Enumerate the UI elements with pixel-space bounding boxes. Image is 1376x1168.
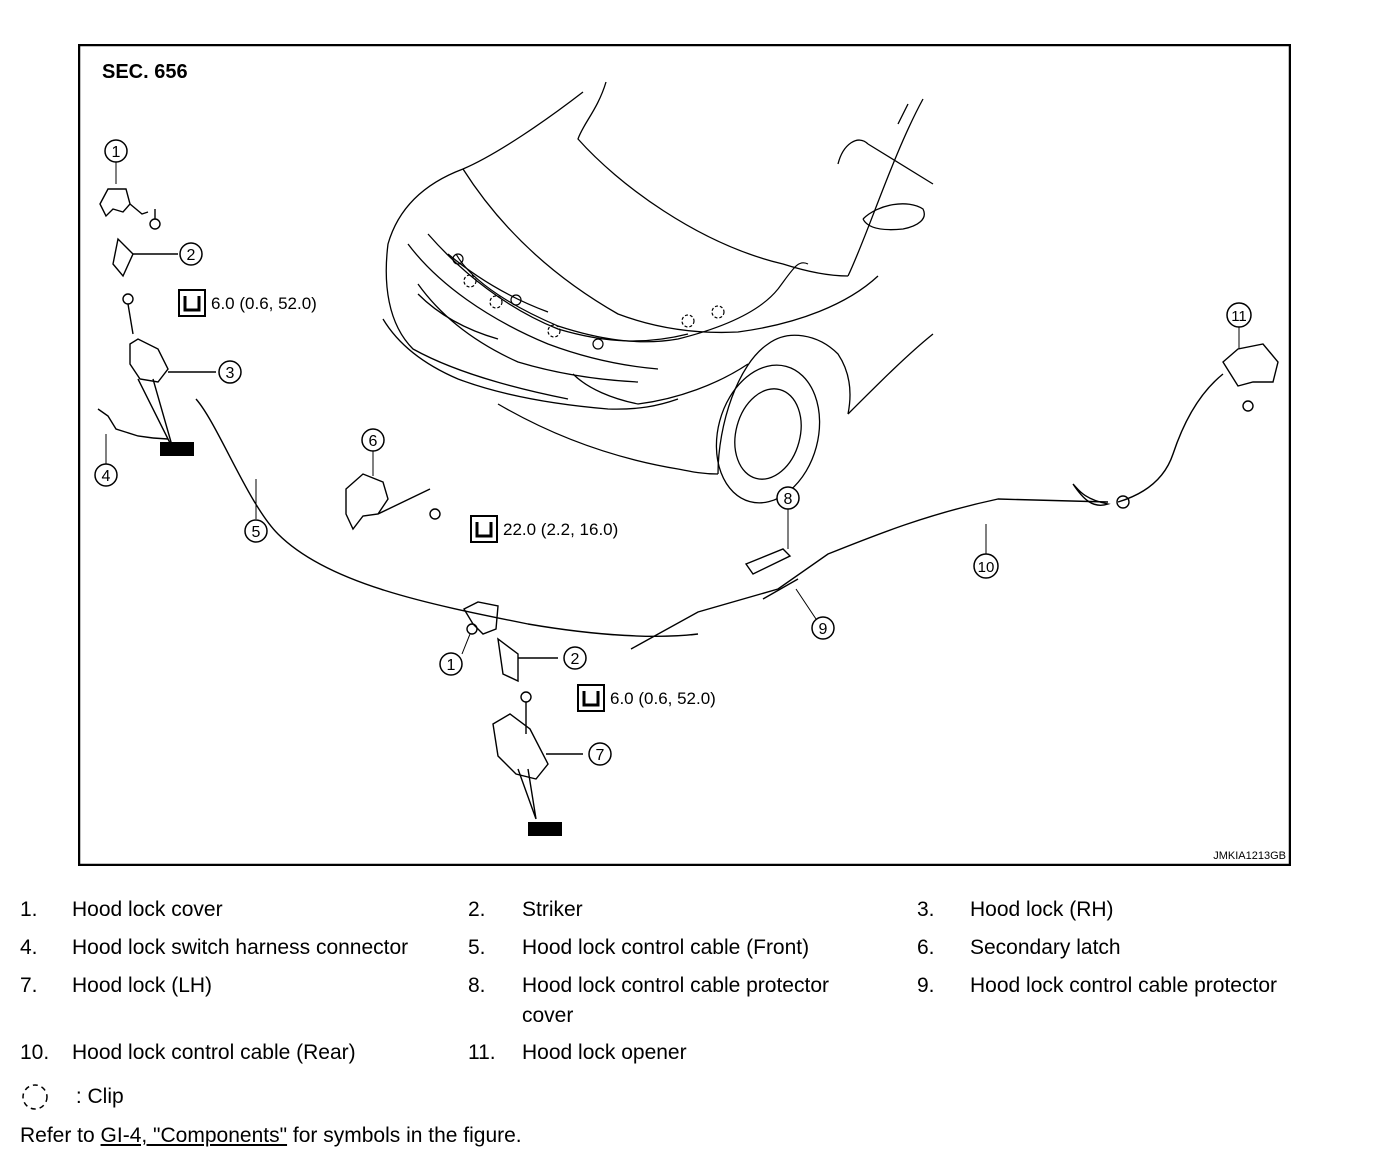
legend-num: 6. xyxy=(917,936,935,959)
legend-num: 2. xyxy=(468,898,486,921)
callout-1b: 1 xyxy=(439,633,471,676)
protector-9-shape xyxy=(762,578,799,600)
legend-label: Hood lock control cable (Front) xyxy=(522,936,810,959)
legend-num: 8. xyxy=(468,974,486,997)
hood-lock-opener-11-shape xyxy=(1222,343,1279,387)
clip-icon xyxy=(22,1084,48,1110)
legend-label: Striker xyxy=(522,898,583,921)
torque-value-2: 22.0 (2.2, 16.0) xyxy=(503,520,618,539)
diagram-frame xyxy=(78,44,1291,866)
torque-value-1: 6.0 (0.6, 52.0) xyxy=(211,294,317,313)
legend-label: Secondary latch xyxy=(970,936,1121,959)
svg-text:5: 5 xyxy=(252,524,261,541)
callout-4: 4 xyxy=(94,434,118,487)
callout-3: 3 xyxy=(218,360,242,384)
section-label: SEC. 656 xyxy=(102,61,188,83)
striker-2-shape xyxy=(112,237,134,278)
car-illustration xyxy=(382,81,934,504)
legend-num: 3. xyxy=(917,898,935,921)
refer-prefix: Refer to xyxy=(20,1124,101,1147)
torque-value-3: 6.0 (0.6, 52.0) xyxy=(610,689,716,708)
svg-text:3: 3 xyxy=(226,365,235,382)
svg-text:2: 2 xyxy=(571,651,580,668)
protector-cover-8-shape xyxy=(744,548,792,575)
striker-2b-shape xyxy=(497,637,519,683)
svg-text:9: 9 xyxy=(819,621,828,638)
legend-num: 11. xyxy=(468,1041,496,1064)
components-link[interactable]: GI-4, "Components" xyxy=(100,1124,288,1147)
callout-2: 2 xyxy=(179,242,203,266)
legend-label: Hood lock (RH) xyxy=(970,898,1114,921)
svg-text:8: 8 xyxy=(784,491,793,508)
legend-label: Hood lock cover xyxy=(72,898,223,921)
hood-lock-diagram: SEC. 656 JMKIA1213GB xyxy=(78,44,1291,866)
legend-label: Hood lock control cable (Rear) xyxy=(72,1041,356,1064)
secondary-latch-parts xyxy=(345,473,441,531)
callout-2b: 2 xyxy=(563,646,587,670)
figure-code: JMKIA1213GB xyxy=(1213,850,1286,862)
legend-num: 9. xyxy=(917,974,935,997)
callout-7: 7 xyxy=(588,742,612,766)
clip-label: : Clip xyxy=(75,1084,124,1108)
torque-icon-1 xyxy=(178,289,206,317)
lh-hood-lock-parts xyxy=(463,498,1109,820)
hood-lock-lh-7-shape xyxy=(492,713,549,780)
legend-num: 5. xyxy=(468,936,486,959)
legend-num: 4. xyxy=(20,936,38,959)
rh-hood-lock-parts xyxy=(97,188,699,638)
svg-text:11: 11 xyxy=(1231,308,1247,325)
legend-label: Hood lock switch harness connector xyxy=(72,936,409,959)
legend-label: Hood lock (LH) xyxy=(72,974,213,997)
svg-text:1: 1 xyxy=(112,144,121,161)
legend-num: 10. xyxy=(20,1041,50,1064)
svg-text:2: 2 xyxy=(187,247,196,264)
callout-6: 6 xyxy=(361,428,385,476)
opener-parts xyxy=(744,343,1279,600)
callout-11: 11 xyxy=(1226,302,1252,349)
engine-harness xyxy=(452,253,809,350)
svg-text:10: 10 xyxy=(978,559,995,576)
callout-8: 8 xyxy=(776,486,800,549)
grease-icon-1 xyxy=(160,442,194,456)
legend-label: Hood lock control cable protector cover xyxy=(522,974,829,1027)
legend-label: Hood lock opener xyxy=(522,1041,687,1064)
torque-icon-2 xyxy=(470,515,498,543)
legend-num: 1. xyxy=(20,898,38,921)
callout-5: 5 xyxy=(244,479,268,543)
legend-label: Hood lock control cable protector xyxy=(970,974,1277,997)
svg-text:7: 7 xyxy=(596,747,605,764)
legend-num: 7. xyxy=(20,974,38,997)
svg-text:4: 4 xyxy=(102,468,111,485)
callout-1: 1 xyxy=(104,139,128,184)
svg-text:6: 6 xyxy=(369,433,378,450)
torque-icon-3 xyxy=(577,684,605,712)
svg-text:1: 1 xyxy=(447,657,456,674)
hood-lock-cover-1-shape xyxy=(99,188,131,218)
clip-legend: : Clip xyxy=(20,1082,124,1112)
grease-icon-2 xyxy=(528,822,562,836)
refer-note: Refer to GI-4, "Components" for symbols … xyxy=(20,1124,522,1148)
callout-9: 9 xyxy=(795,588,835,640)
hood-lock-rh-3-shape xyxy=(129,338,169,383)
refer-suffix: for symbols in the figure. xyxy=(287,1124,522,1147)
callout-10: 10 xyxy=(973,524,999,579)
